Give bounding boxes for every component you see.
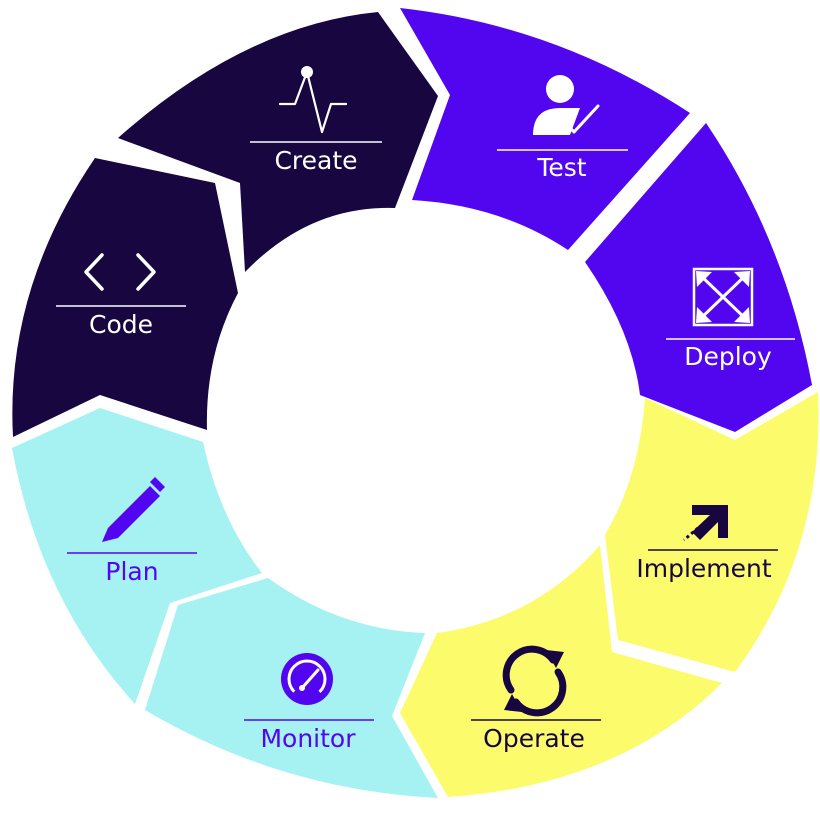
refresh-icon [502, 645, 567, 717]
label-plan: Plan [105, 557, 158, 586]
code-brackets-icon [84, 253, 156, 291]
segments [12, 8, 819, 798]
segment-implement[interactable] [605, 392, 819, 672]
label-implement: Implement [636, 554, 772, 583]
expand-arrows-icon [692, 267, 754, 327]
label-operate: Operate [483, 724, 585, 753]
segment-labels: Create Test Deploy Implement Operate Mon… [89, 146, 772, 753]
label-create: Create [274, 146, 357, 175]
label-monitor: Monitor [260, 724, 356, 753]
segment-code[interactable] [12, 158, 238, 437]
segment-plan[interactable] [12, 408, 262, 704]
label-deploy: Deploy [684, 342, 772, 371]
arrow-target-icon [683, 505, 728, 542]
label-underlines [56, 141, 795, 721]
gauge-icon [281, 653, 333, 705]
label-test: Test [536, 153, 586, 182]
pencil-icon [102, 477, 165, 542]
label-code: Code [89, 310, 153, 339]
user-check-icon [533, 75, 600, 135]
pulse-icon [278, 66, 348, 134]
